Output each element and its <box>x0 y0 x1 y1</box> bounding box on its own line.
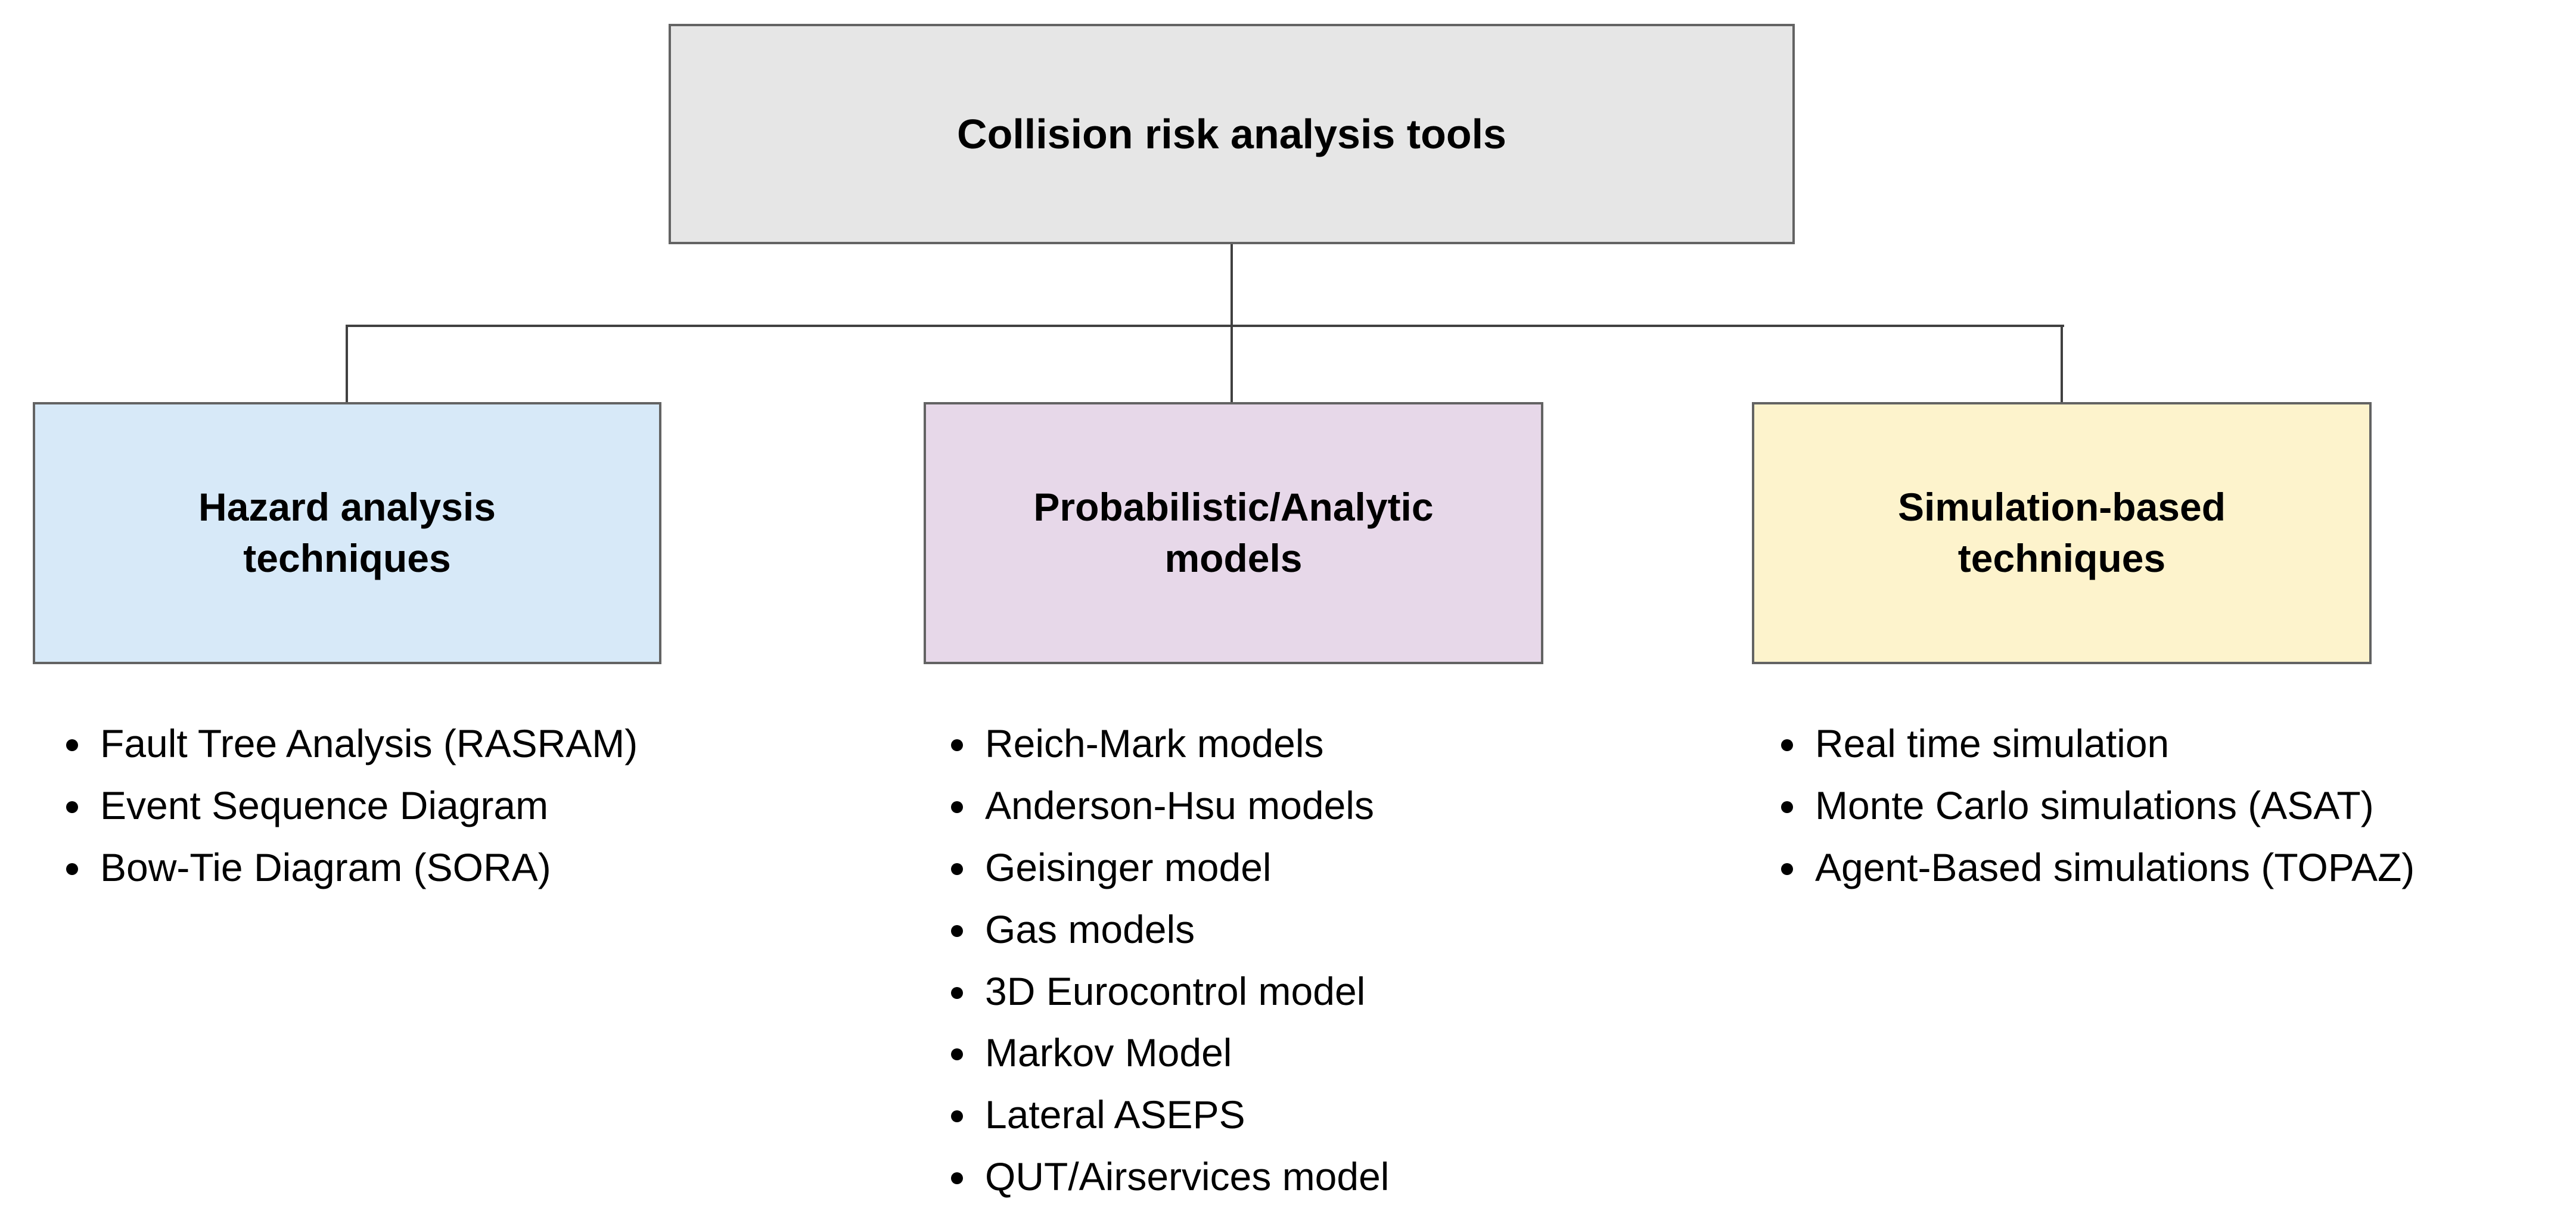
branch-node-hazard-analysis: Hazard analysis techniques <box>33 402 661 664</box>
list-item: Lateral ASEPS <box>979 1092 1389 1138</box>
list-item: Gas models <box>979 907 1389 953</box>
root-node: Collision risk analysis tools <box>669 24 1795 244</box>
branch-list-probabilistic-analytic: Reich-Mark models Anderson-Hsu models Ge… <box>933 721 1389 1211</box>
list-item: Monte Carlo simulations (ASAT) <box>1809 783 2415 829</box>
list-item: Real time simulation <box>1809 721 2415 767</box>
list-item: Reich-Mark models <box>979 721 1389 767</box>
connector-cross-bar <box>346 325 2064 327</box>
list-item: Markov Model <box>979 1030 1389 1076</box>
list-item: Geisinger model <box>979 845 1389 891</box>
branch-node-probabilistic-analytic: Probabilistic/Analytic models <box>924 402 1543 664</box>
list-item: Event Sequence Diagram <box>94 783 638 829</box>
branch-list-simulation-based: Real time simulation Monte Carlo simulat… <box>1763 721 2415 907</box>
connector-root-stem <box>1230 244 1233 326</box>
branch-node-label: Simulation-based techniques <box>1897 485 2226 580</box>
list-item: Anderson-Hsu models <box>979 783 1389 829</box>
list-item: 3D Eurocontrol model <box>979 969 1389 1015</box>
list-item: Fault Tree Analysis (RASRAM) <box>94 721 638 767</box>
branch-node-simulation-based: Simulation-based techniques <box>1752 402 2372 664</box>
list-item: Bow-Tie Diagram (SORA) <box>94 845 638 891</box>
list-item: Agent-Based simulations (TOPAZ) <box>1809 845 2415 891</box>
connector-stub-simulation <box>2061 325 2063 403</box>
list-item: QUT/Airservices model <box>979 1154 1389 1200</box>
root-node-label: Collision risk analysis tools <box>957 110 1506 157</box>
connector-stub-probabilistic <box>1230 325 1233 403</box>
branch-list-hazard-analysis: Fault Tree Analysis (RASRAM) Event Seque… <box>48 721 638 907</box>
branch-node-label: Probabilistic/Analytic models <box>1033 485 1434 580</box>
connector-stub-hazard <box>346 325 348 403</box>
branch-node-label: Hazard analysis techniques <box>198 485 496 580</box>
